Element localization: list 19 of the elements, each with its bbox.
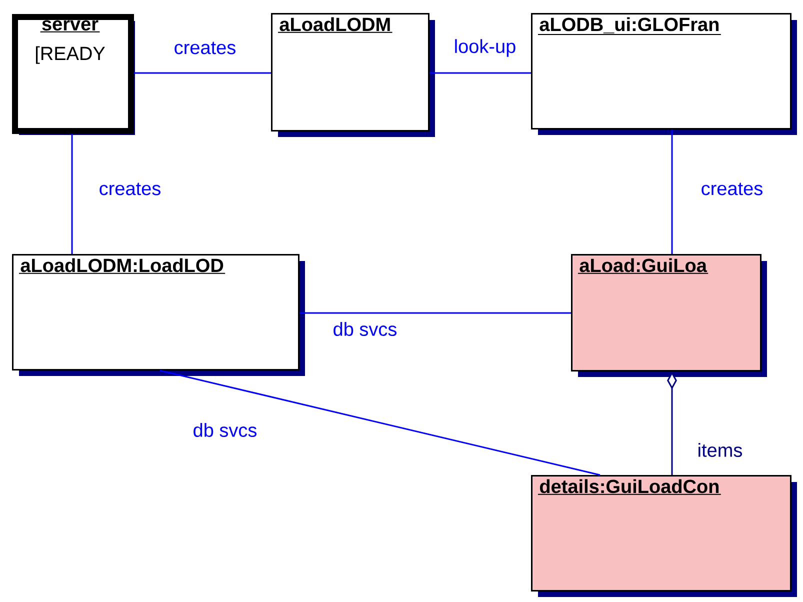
edge-label: creates [172, 40, 238, 56]
edge-label: creates [700, 182, 764, 196]
connector [671, 130, 673, 254]
object-box: aLODB_ui:GLOFran [531, 13, 797, 135]
object-box: aLoadLODM:LoadLOD [12, 254, 305, 376]
edge-label: db svcs [332, 321, 398, 337]
connector [300, 312, 571, 314]
edge-label: creates [98, 182, 162, 196]
edge-label: db svcs [192, 422, 258, 438]
object-box: aLoad:GuiLoa [571, 254, 767, 377]
object-box: server [READY [12, 14, 135, 135]
object-box: details:GuiLoadCon [531, 475, 797, 597]
object-box: aLoadLODM [271, 13, 435, 137]
edge-label: look-up [452, 38, 518, 58]
connector [430, 72, 531, 74]
edge-label: items [696, 442, 744, 458]
connector [134, 72, 271, 74]
connector [71, 134, 73, 254]
connector [160, 370, 600, 476]
